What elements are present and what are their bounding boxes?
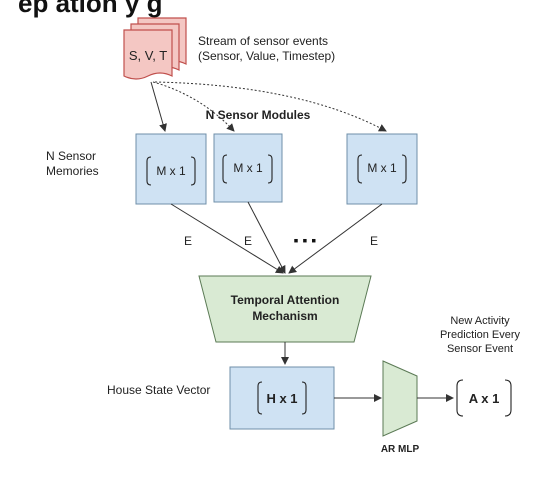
memory-box-3: M x 1 [346,133,418,205]
prediction-caption-line1: New Activity [450,315,510,327]
memory-box-3-bracket-left [357,154,363,184]
memory-box-1-label: M x 1 [156,164,186,178]
modules-title: N Sensor Modules [206,108,311,122]
attention-label-line2: Mechanism [252,309,317,323]
event-stack: S, V, T [123,17,187,80]
temporal-attention-block: Temporal Attention Mechanism [198,275,372,343]
house-state-box: H x 1 [229,366,335,430]
header-fragment: ep ation y g [18,0,162,18]
stream-caption-line1: Stream of sensor events [198,34,328,48]
house-state-rect [229,366,335,430]
ellipsis-dots: ▪ ▪ ▪ [294,232,317,248]
house-state-label: H x 1 [266,391,297,406]
output-bracket-left [456,379,464,417]
stream-caption-line2: (Sensor, Value, Timestep) [198,49,335,63]
stream-arrow-3 [154,81,387,132]
ar-mlp-block: AR MLP [381,360,420,455]
event-card-front [123,29,173,80]
memory-box-2-label: M x 1 [233,161,263,175]
memory-box-1-bracket-right [190,156,196,186]
prediction-caption-line2: Prediction Every [440,329,521,341]
event-stack-label: S, V, T [129,48,167,63]
memory-1-to-attention-arrow [170,203,284,274]
memory-box-1: M x 1 [135,133,207,205]
output-box: A x 1 [456,379,512,417]
edge-label-2: E [244,234,252,248]
house-state-caption: House State Vector [107,383,210,397]
house-state-bracket-left [257,381,263,415]
memory-box-3-label: M x 1 [367,161,397,175]
memory-box-3-rect [346,133,418,205]
attention-label-line1: Temporal Attention [231,293,340,307]
memories-caption-line1: N Sensor [46,149,96,163]
ar-mlp-caption: AR MLP [381,444,420,455]
temporal-attention-shape [198,275,372,343]
memory-3-to-attention-arrow [288,203,383,274]
memory-box-2-rect [213,133,283,203]
stream-arrow-1 [150,81,167,132]
ar-mlp-shape [382,360,418,437]
memory-box-2-bracket-left [222,154,228,184]
memory-box-1-rect [135,133,207,205]
stream-arrow-2 [152,81,235,132]
memory-box-2-bracket-right [267,154,273,184]
memory-2-to-attention-arrow [247,201,286,274]
memory-box-2: M x 1 [213,133,283,203]
output-label: A x 1 [469,391,500,406]
memory-box-3-bracket-right [401,154,407,184]
edge-label-1: E [184,234,192,248]
house-state-bracket-right [301,381,307,415]
prediction-caption-line3: Sensor Event [447,343,513,355]
output-bracket-right [504,379,512,417]
memories-caption-line2: Memories [46,164,99,178]
memory-box-1-bracket-left [146,156,152,186]
edge-label-3: E [370,234,378,248]
